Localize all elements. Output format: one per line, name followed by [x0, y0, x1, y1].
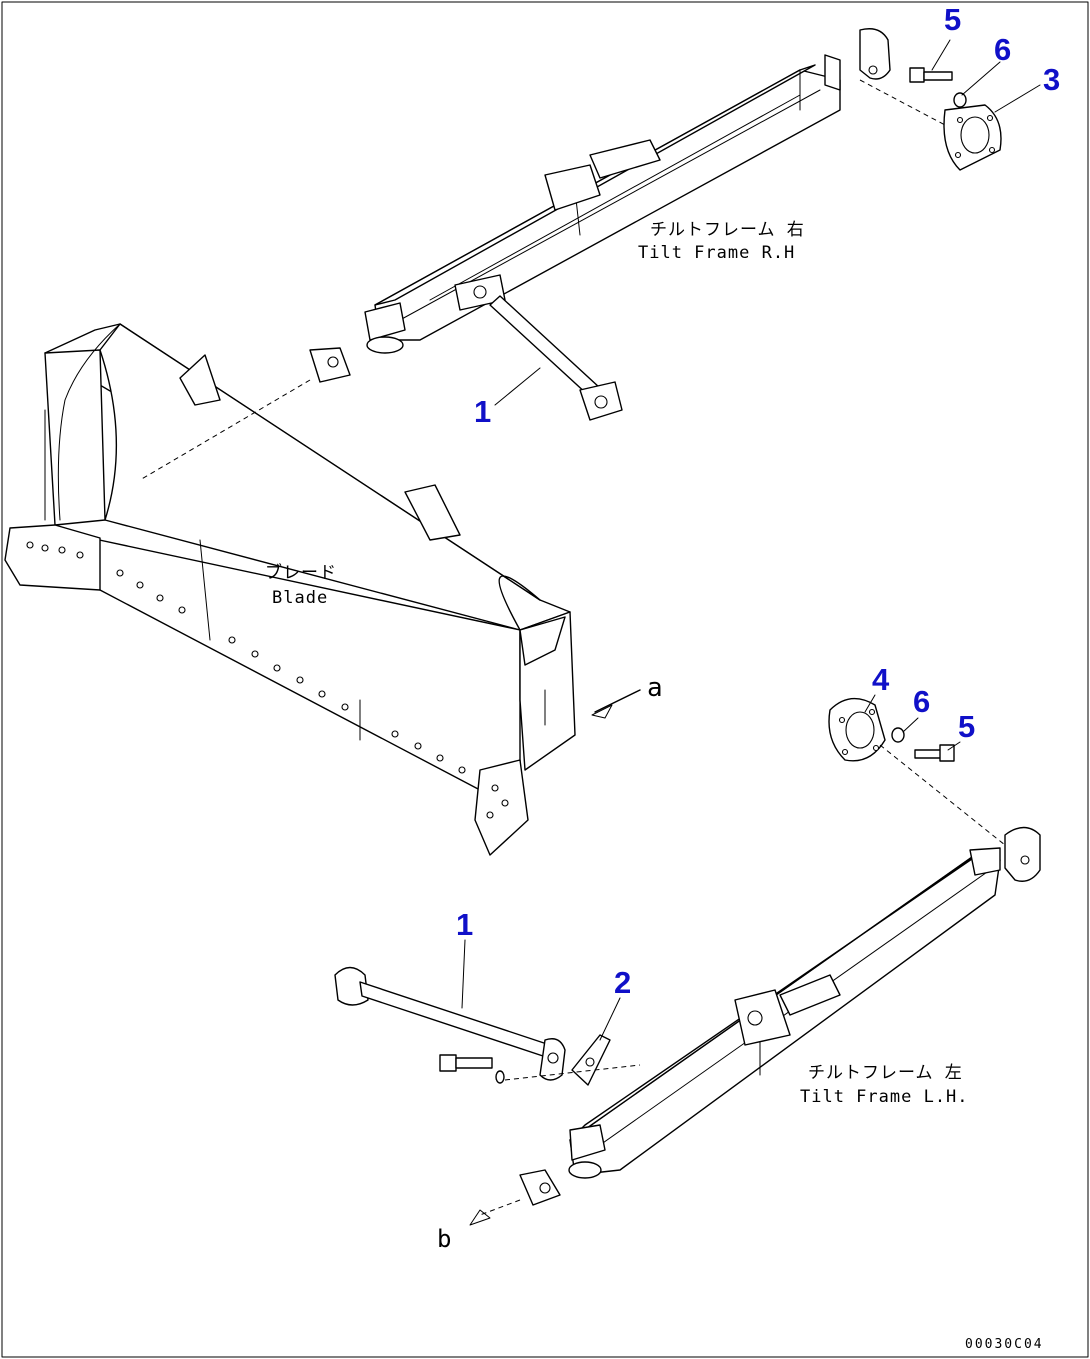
- label-tilt-frame-rh-en: Tilt Frame R.H: [638, 243, 795, 263]
- plate-2-bottom[interactable]: [571, 1034, 611, 1086]
- arrow-a: [591, 704, 613, 719]
- pivot-block-top[interactable]: [309, 347, 351, 383]
- callout-6-mid: 6: [913, 684, 930, 719]
- bolt-5-mid[interactable]: [914, 744, 955, 762]
- arrow-b: [469, 1209, 491, 1226]
- label-tilt-frame-lh-en: Tilt Frame L.H.: [800, 1087, 969, 1107]
- assembly-line-blade-top: [139, 379, 311, 481]
- washer-6-top[interactable]: [953, 92, 967, 108]
- flange-4-mid[interactable]: [828, 697, 886, 762]
- label-tilt-frame-lh-jp: チルトフレーム 左: [808, 1063, 963, 1083]
- blade-part[interactable]: [4, 323, 576, 856]
- callout-6-top: 6: [994, 32, 1011, 67]
- tilt-frame-rh[interactable]: [364, 54, 841, 354]
- pin-bottom[interactable]: [439, 1054, 505, 1084]
- callout-leaders: [461, 39, 1041, 1041]
- bearing-cap-top[interactable]: [859, 28, 891, 80]
- label-blade-en: Blade: [272, 588, 328, 608]
- callout-5-mid: 5: [958, 709, 975, 744]
- washer-6-mid[interactable]: [891, 727, 905, 743]
- reference-b: b: [437, 1225, 452, 1253]
- assembly-line-block-bottom: [479, 1199, 521, 1216]
- brace-1-bottom[interactable]: [334, 966, 566, 1081]
- cutting-edge-holes: [26, 541, 509, 819]
- label-tilt-frame-rh-jp: チルトフレーム 右: [650, 220, 805, 240]
- bolt-5-top[interactable]: [909, 67, 953, 83]
- leader-a: [594, 689, 641, 713]
- assembly-line-bottom: [504, 1064, 641, 1081]
- callout-1-bottom: 1: [456, 907, 473, 942]
- tilt-frame-lh[interactable]: [568, 847, 1001, 1179]
- callout-2-bottom: 2: [614, 965, 631, 1000]
- drawing-code: 00030C04: [965, 1337, 1044, 1352]
- callout-3-top: 3: [1043, 62, 1060, 97]
- pivot-block-bottom[interactable]: [519, 1169, 561, 1206]
- reference-a: a: [647, 673, 664, 703]
- callout-4-mid: 4: [872, 662, 890, 697]
- flange-3-top[interactable]: [943, 104, 1002, 171]
- callout-5-top: 5: [944, 2, 961, 37]
- label-blade-jp: ブレード: [265, 562, 337, 583]
- assembly-line-top: [859, 79, 946, 126]
- callout-1-top: 1: [474, 394, 491, 429]
- brace-1-top[interactable]: [489, 295, 623, 421]
- bearing-cap-mid[interactable]: [1004, 826, 1041, 882]
